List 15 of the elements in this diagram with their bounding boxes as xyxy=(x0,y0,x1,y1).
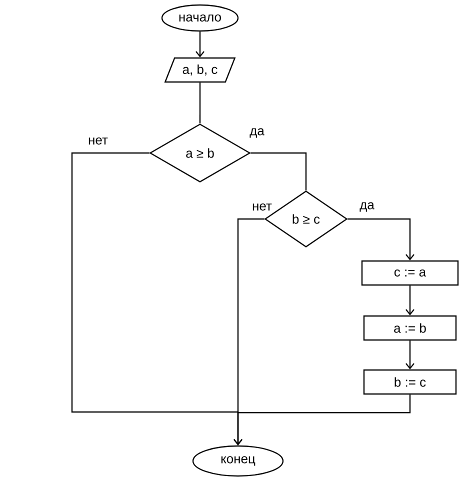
process-box: b := c xyxy=(363,369,457,395)
terminal-oval: начало xyxy=(161,4,239,32)
arrow xyxy=(234,394,411,446)
arrow xyxy=(406,340,414,370)
edge-label: нет xyxy=(87,136,109,146)
process-box: c := a xyxy=(361,260,459,286)
arrow xyxy=(348,218,414,260)
edge-label: да xyxy=(358,201,376,213)
connector-line xyxy=(250,152,307,190)
connector-line xyxy=(199,82,201,124)
process-box: a := b xyxy=(363,315,457,341)
terminal-oval: конец xyxy=(192,445,284,477)
arrow xyxy=(196,32,204,58)
edge-label: да xyxy=(248,127,266,139)
arrow xyxy=(406,286,414,316)
